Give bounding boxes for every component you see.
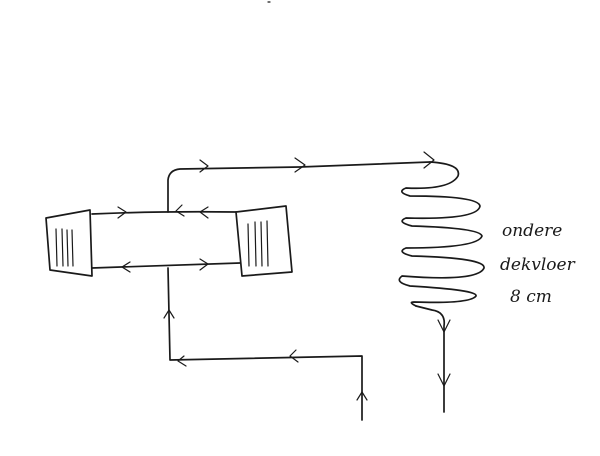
pipe-upper	[91, 210, 237, 215]
radiator-left-fins	[55, 228, 74, 267]
floor-heating-coil	[398, 161, 485, 413]
arrow-right-icon	[423, 151, 435, 169]
radiator-left-outline	[45, 209, 93, 277]
return-pipe	[167, 267, 363, 421]
arrow-left-icon	[289, 349, 299, 363]
arrow-up-icon	[163, 309, 175, 319]
label-line-1: ondere	[502, 221, 562, 241]
arrow-left-icon	[177, 355, 187, 367]
arrow-right-icon	[294, 157, 306, 173]
arrow-right-icon	[199, 258, 209, 271]
coil-outlet-pipe	[415, 305, 446, 413]
arrow-left-icon	[175, 204, 185, 217]
radiator-right	[235, 205, 293, 277]
radiator-right-fins	[247, 220, 269, 267]
coil-icon	[398, 161, 485, 307]
arrow-right-icon	[117, 206, 127, 219]
arrow-left-icon	[199, 206, 209, 219]
arrow-right-icon	[199, 159, 209, 173]
radiator-left	[45, 209, 93, 277]
radiator-right-outline	[235, 205, 293, 277]
arrow-down-icon	[437, 319, 451, 333]
label-line-3: 8 cm	[510, 287, 552, 307]
label-line-2: dekvloer	[500, 255, 576, 275]
arrow-up-icon	[356, 391, 368, 401]
supply-pipe	[167, 161, 431, 213]
pipe-lower	[91, 262, 241, 269]
arrow-down-icon	[437, 373, 451, 387]
arrow-left-icon	[121, 261, 131, 273]
